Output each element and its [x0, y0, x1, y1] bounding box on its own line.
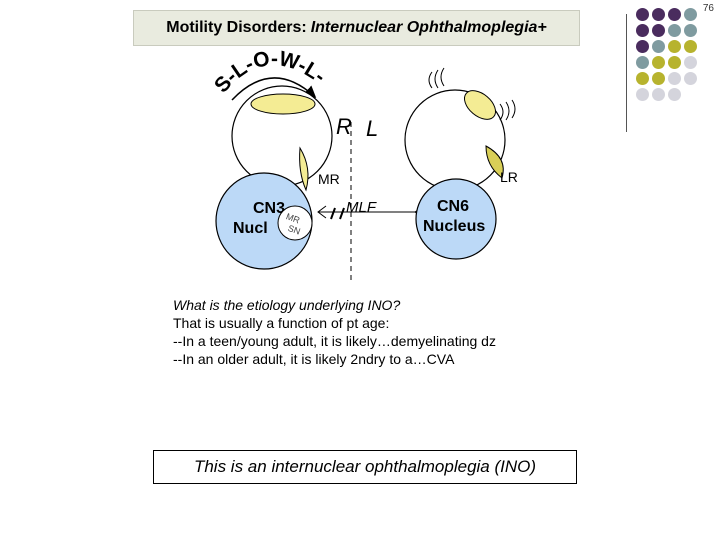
text-line-3: --In a teen/young adult, it is likely…de…: [173, 333, 496, 349]
decor-dot: [684, 72, 697, 85]
slide-title: Motility Disorders: Internuclear Ophthal…: [133, 10, 580, 46]
decor-dot: [652, 56, 665, 69]
decor-dot: [636, 8, 649, 21]
conclusion-box: This is an internuclear ophthalmoplegia …: [153, 450, 577, 484]
decor-dot: [684, 8, 697, 21]
decor-dot: [636, 88, 649, 101]
motion-lines-upper: [428, 67, 445, 89]
left-lr-muscle: [485, 145, 504, 179]
cn3-label-line1: CN3: [253, 200, 285, 217]
decor-dot: [684, 24, 697, 37]
decor-dot: [668, 88, 681, 101]
cn6-label-line1: CN6: [437, 198, 469, 215]
mlf-label: MLF: [346, 199, 377, 216]
decor-dot: [636, 56, 649, 69]
left-eye-pupil: [464, 90, 496, 120]
mr-subnucleus: [277, 205, 313, 241]
right-mr-muscle: [299, 146, 309, 192]
mlf-arrow-left: [317, 205, 327, 219]
decor-dot: [652, 24, 665, 37]
text-line-1: What is the etiology underlying INO?: [173, 297, 401, 313]
decor-dot: [652, 8, 665, 21]
mlf-lesion-mark-2: [339, 207, 345, 220]
title-italic: Internuclear Ophthalmoplegia+: [310, 19, 547, 36]
decor-dot: [668, 56, 681, 69]
slowly-arrow: [231, 77, 317, 101]
slowly-text: S-L-O-W-L-Y: [0, 0, 330, 97]
mlf-lesion-mark-1: [330, 207, 336, 220]
decor-dot: [668, 8, 681, 21]
motion-lines-lower: [499, 99, 516, 121]
decorative-dot-grid: [636, 8, 700, 104]
cn6-nucleus: [415, 178, 497, 260]
mr-sn-bottom-label: SN: [287, 223, 302, 237]
decor-dot: [668, 24, 681, 37]
left-label: L: [366, 116, 378, 141]
mr-sn-top-label: MR: [285, 211, 302, 225]
title-normal: Motility Disorders:: [166, 19, 307, 36]
decor-dot: [652, 40, 665, 53]
decor-dot: [684, 40, 697, 53]
decor-dot: [636, 72, 649, 85]
decor-dot: [636, 24, 649, 37]
decor-dot: [684, 56, 697, 69]
decor-dot: [636, 40, 649, 53]
page-number: 76: [702, 3, 714, 14]
cn3-label-line2: Nucl: [233, 220, 268, 237]
right-label: R: [336, 114, 352, 139]
decor-dot: [668, 72, 681, 85]
lr-label: LR: [500, 169, 518, 185]
divider-line: [626, 14, 627, 132]
decor-dot: [652, 88, 665, 101]
decor-dot: [668, 40, 681, 53]
right-eye-pupil: [250, 93, 316, 115]
decor-dot: [652, 72, 665, 85]
mr-label: MR: [318, 171, 340, 187]
text-line-2: That is usually a function of pt age:: [173, 315, 390, 331]
cn6-label-line2: Nucleus: [423, 218, 485, 235]
text-line-4: --In an older adult, it is likely 2ndry …: [173, 351, 455, 367]
explanation-text: What is the etiology underlying INO? Tha…: [173, 296, 496, 368]
